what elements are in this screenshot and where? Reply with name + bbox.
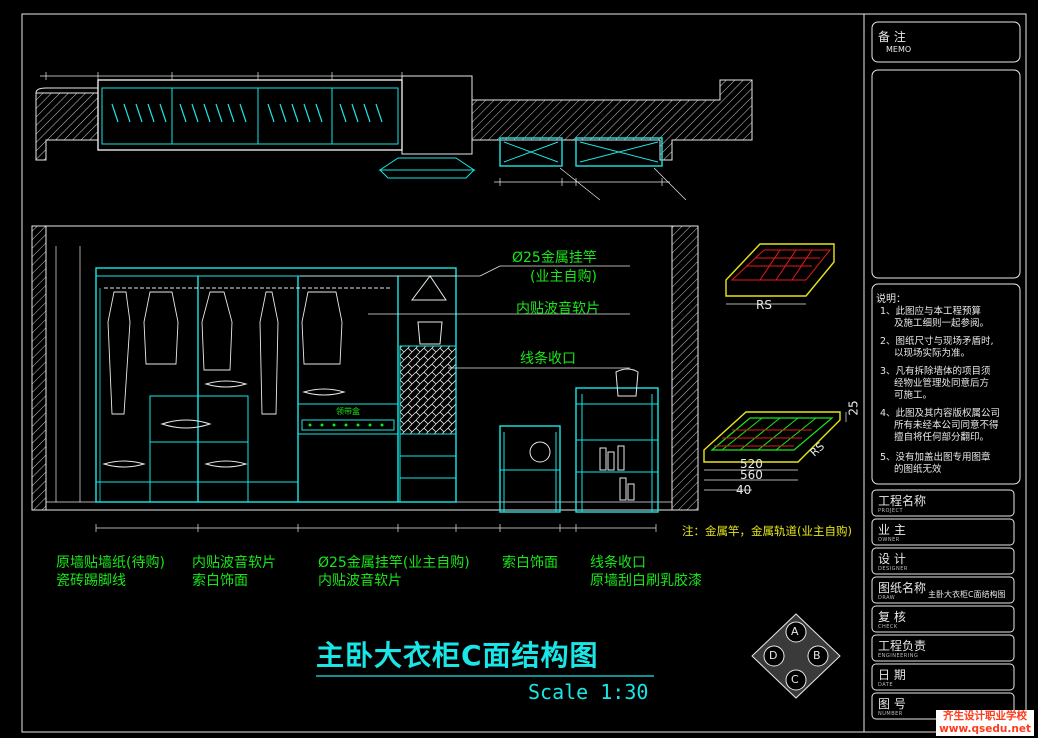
label-rod-2: Ø25金属挂竿(业主自购) (318, 555, 470, 571)
callout-line-edge: 线条收口 (520, 351, 576, 367)
label-skirting: 瓷砖踢脚线 (56, 573, 126, 589)
callout-rod: Ø25金属挂竿 (512, 250, 597, 266)
dim-40: 40 (736, 483, 752, 497)
drawer-label: 领带盒 (336, 407, 360, 416)
label-line-edge-2: 线条收口 (590, 555, 646, 571)
memo-sub: MEMO (886, 45, 912, 54)
note-line: 2、图纸尺寸与现场矛盾时, (880, 336, 994, 347)
plan-view (35, 72, 753, 201)
main-note: 注：金属竿，金属轨道(业主自购) (682, 524, 852, 538)
tb-label: 复 核 (878, 610, 906, 624)
note-line: 4、此图及其内容版权属公司 (880, 408, 1001, 419)
tb-label: 业 主 (878, 523, 906, 537)
label-soft-pack-2: 内贴波音软片 (192, 555, 276, 571)
note-line: 所有未经本公司同意不得 (894, 420, 999, 431)
watermark-line1: 齐生设计职业学校 (943, 710, 1028, 722)
compass-a: A (791, 625, 799, 638)
drawing-scale: Scale 1:30 (528, 680, 649, 704)
dim-25: 25 (846, 400, 861, 416)
detail-slat-tray (703, 411, 847, 491)
callout-rod-sub: (业主自购) (530, 269, 597, 285)
note-line: 的图纸无效 (894, 464, 942, 475)
memo-title: 备 注 (878, 30, 906, 44)
note-line: 经物业管理处同意后方 (894, 378, 990, 389)
detail-grid-tray (725, 243, 835, 305)
elevation-view (31, 225, 699, 532)
tb-sublabel: DATE (878, 682, 894, 688)
compass-b: B (813, 649, 821, 662)
compass-d: D (769, 649, 778, 662)
tb-label: 工程名称 (878, 494, 927, 508)
dim-560: 560 (740, 468, 763, 482)
label-wallpaper: 原墙贴墙纸(待购) (56, 555, 165, 571)
note-line: 可施工。 (894, 390, 933, 401)
compass-c: C (791, 673, 799, 686)
tb-label: 图 号 (878, 697, 906, 711)
label-white-finish-2: 索白饰面 (502, 555, 558, 571)
label-soft-pack-3: 内贴波音软片 (318, 573, 402, 589)
tb-label: 图纸名称 (878, 581, 927, 595)
note-line: 及施工细则一起参阅。 (894, 318, 990, 329)
note-line: 3、凡有拆除墙体的项目须 (880, 366, 991, 377)
note-line: 擅自将任何部分翻印。 (894, 432, 990, 443)
label-white-finish: 索白饰面 (192, 573, 248, 589)
watermark-stamp: 齐生设计职业学校 www.qsedu.net (936, 710, 1034, 736)
notes-title: 说明： (876, 294, 906, 305)
note-line: 1、此图应与本工程预算 (880, 306, 982, 317)
compass-symbol (751, 613, 841, 699)
tb-label: 工程负责 (878, 639, 927, 653)
label-latex-paint: 原墙刮白刷乳胶漆 (590, 573, 702, 589)
watermark-line2: www.qsedu.net (939, 723, 1031, 735)
tb-sublabel: ENGINEERING (878, 653, 919, 659)
callout-soft-pack: 内贴波音软片 (516, 301, 600, 317)
tb-sublabel: CHECK (878, 624, 898, 630)
dim-520: 520 (740, 457, 763, 471)
drawing-title: 主卧大衣柜C面结构图 (316, 639, 599, 672)
tb-sublabel: PROJECT (878, 508, 904, 514)
tb-sublabel: DESIGNER (878, 566, 908, 572)
tb-sublabel: DRAW (878, 595, 896, 601)
tb-sublabel: NUMBER (878, 711, 903, 717)
rs-top-label: RS (756, 298, 772, 312)
note-line: 以现场实际为准。 (894, 348, 971, 359)
tb-sublabel: OWNER (878, 537, 900, 543)
tb-label: 日 期 (878, 668, 906, 682)
titleblock-frames (871, 21, 1021, 720)
note-line: 5、没有加盖出图专用图章 (880, 452, 991, 463)
tb-label: 设 计 (878, 552, 906, 566)
tb-value: 主卧大衣柜C面结构图 (928, 590, 1006, 599)
